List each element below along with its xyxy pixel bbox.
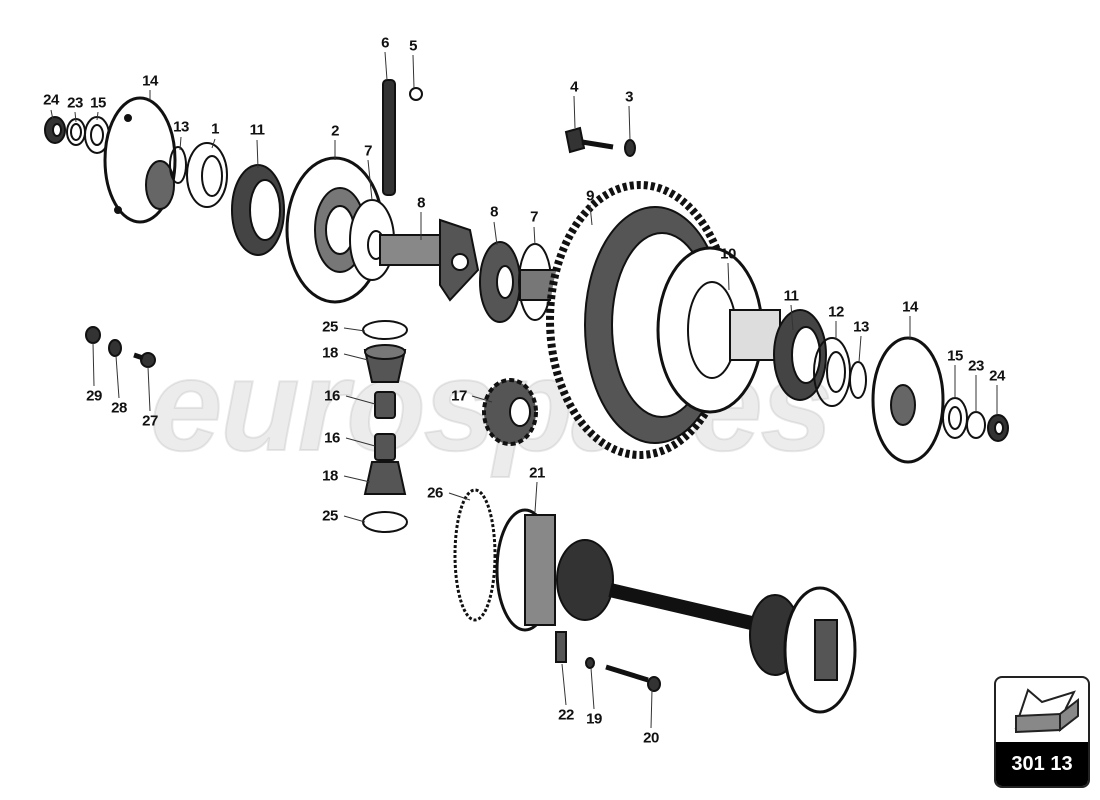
bolt-27 — [133, 352, 156, 368]
callout-18: 18 — [322, 467, 338, 485]
callout-26: 26 — [427, 484, 443, 502]
callout-13: 13 — [173, 118, 189, 136]
clip-5 — [409, 87, 423, 101]
bearing-11-left — [231, 164, 285, 256]
nut-29 — [85, 326, 101, 344]
washer-3 — [624, 139, 636, 157]
side-gear-8-left — [379, 218, 480, 302]
bolt-4 — [564, 126, 614, 154]
callout-14: 14 — [902, 298, 918, 316]
callout-7: 7 — [364, 142, 372, 160]
bushing-16-bottom — [374, 433, 396, 461]
washer-23-left — [66, 118, 86, 146]
callout-19: 19 — [586, 710, 602, 728]
callout-8: 8 — [417, 194, 425, 212]
bushing-16-top — [374, 391, 396, 419]
callout-9: 9 — [586, 187, 594, 205]
callout-2: 2 — [331, 122, 339, 140]
arrow-icon — [1014, 688, 1079, 734]
thrust-washer-25-bottom — [362, 511, 408, 533]
washer-15-right — [942, 397, 968, 439]
gasket-26 — [453, 488, 497, 622]
callout-16: 16 — [324, 429, 340, 447]
pinion-18-top — [363, 344, 407, 383]
callout-13: 13 — [853, 318, 869, 336]
callout-14: 14 — [142, 72, 158, 90]
nut-24-right — [987, 414, 1009, 442]
callout-10: 10 — [720, 245, 736, 263]
callout-23: 23 — [968, 357, 984, 375]
o-ring-13-right — [849, 361, 867, 399]
callout-24: 24 — [43, 91, 59, 109]
callout-11: 11 — [249, 121, 265, 139]
callout-8: 8 — [490, 203, 498, 221]
side-gear-8-right — [479, 241, 521, 323]
callout-4: 4 — [570, 78, 578, 96]
flange-14-right — [871, 336, 945, 464]
bearing-11-right — [773, 309, 827, 401]
differential-case-10 — [656, 246, 781, 414]
washer-28 — [108, 339, 122, 357]
callout-25: 25 — [322, 507, 338, 525]
callout-16: 16 — [324, 387, 340, 405]
callout-29: 29 — [86, 387, 102, 405]
reference-code: 301 13 — [996, 742, 1088, 786]
washer-19 — [585, 657, 595, 669]
callout-28: 28 — [111, 399, 127, 417]
callout-1: 1 — [211, 120, 219, 138]
callout-25: 25 — [322, 318, 338, 336]
callout-20: 20 — [643, 729, 659, 747]
thrust-washer-25-top — [362, 320, 408, 340]
lock-plate-22 — [555, 631, 567, 663]
callout-23: 23 — [67, 94, 83, 112]
reference-badge: 301 13 — [994, 676, 1090, 788]
callout-7: 7 — [530, 208, 538, 226]
callout-11: 11 — [783, 287, 799, 305]
flange-14-left — [103, 96, 177, 224]
callout-21: 21 — [529, 464, 545, 482]
callout-18: 18 — [322, 344, 338, 362]
washer-23-right — [966, 411, 986, 439]
callout-15: 15 — [90, 94, 106, 112]
callout-6: 6 — [381, 34, 389, 52]
callout-5: 5 — [409, 37, 417, 55]
callout-22: 22 — [558, 706, 574, 724]
pin-6 — [382, 79, 396, 196]
drive-shaft-21 — [495, 508, 857, 714]
callout-17: 17 — [451, 387, 467, 405]
callout-3: 3 — [625, 88, 633, 106]
callout-27: 27 — [142, 412, 158, 430]
nut-24-left — [44, 116, 66, 144]
o-ring-13-left — [169, 146, 187, 184]
callout-12: 12 — [828, 303, 844, 321]
gear-17 — [482, 378, 538, 446]
pinion-18-bottom — [363, 461, 407, 495]
seal-1 — [186, 142, 228, 208]
callout-24: 24 — [989, 367, 1005, 385]
callout-15: 15 — [947, 347, 963, 365]
bolt-20 — [605, 664, 661, 692]
